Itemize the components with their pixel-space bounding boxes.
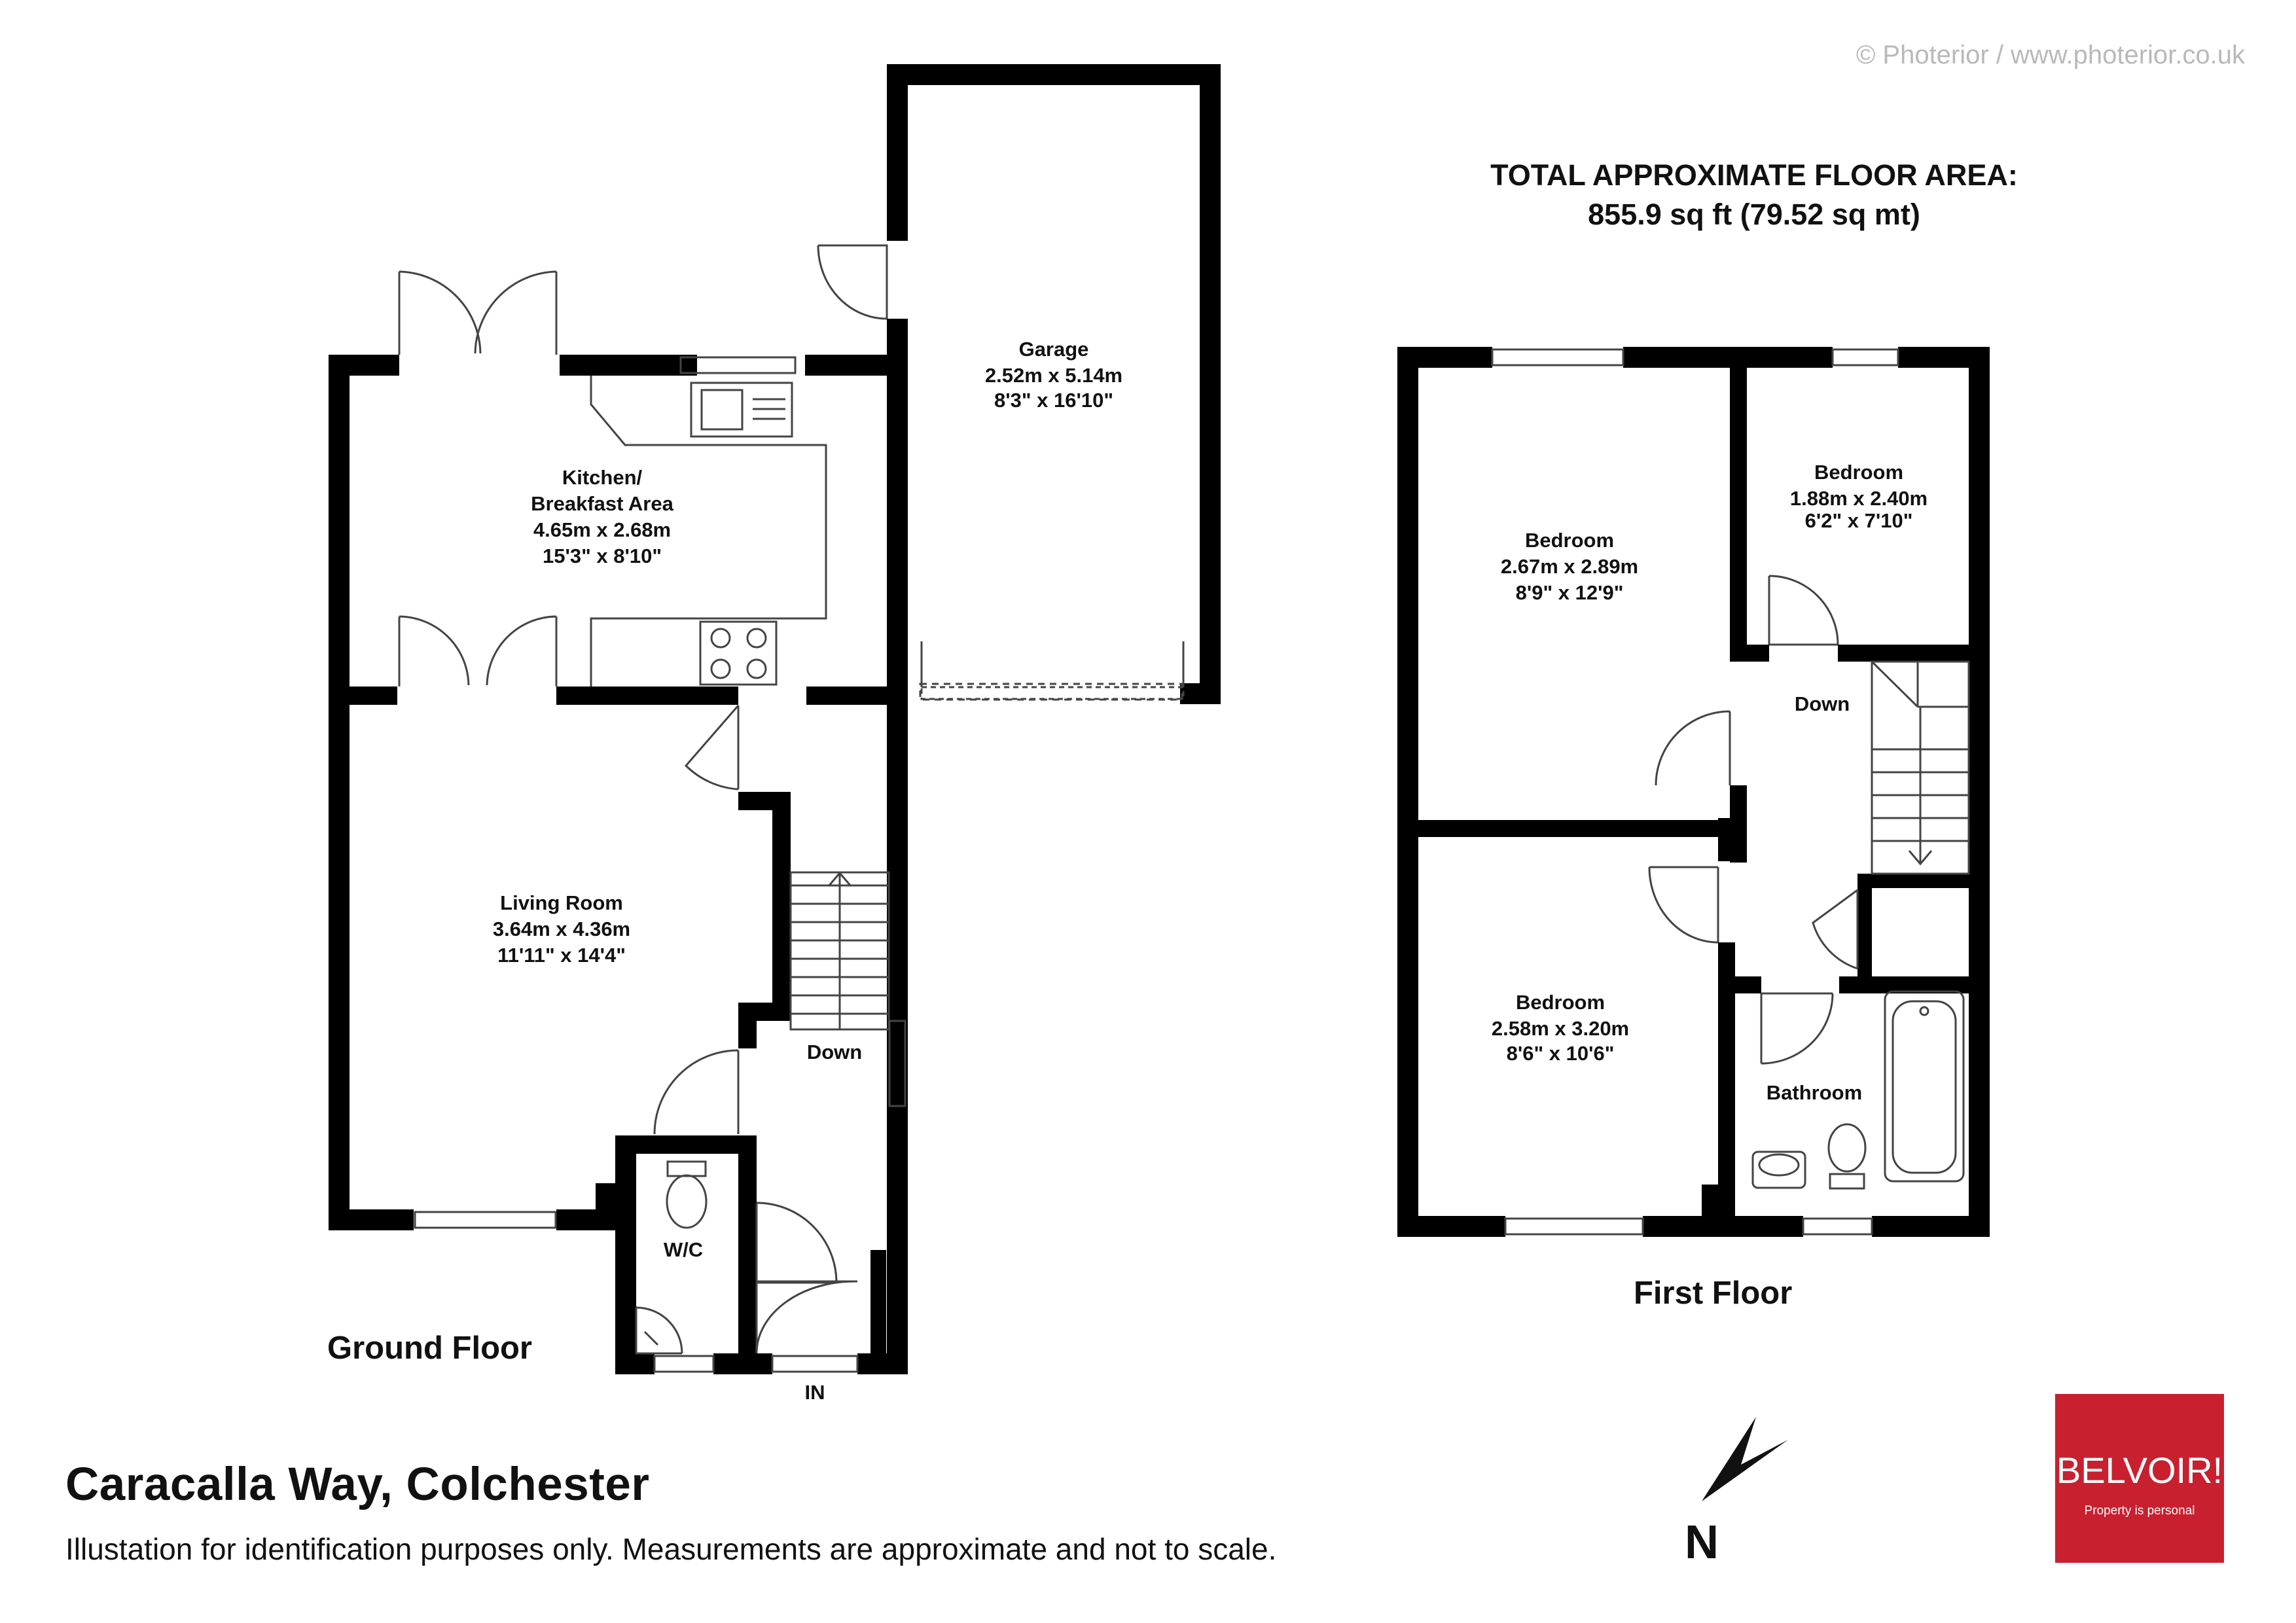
bedroom-2-label: Bedroom <box>1814 461 1903 484</box>
disclaimer-text: Illustation for identification purposes … <box>65 1532 1277 1566</box>
living-room-metric: 3.64m x 4.36m <box>493 918 630 940</box>
compass-north-label: N <box>1685 1516 1719 1569</box>
total-area-value: 855.9 sq ft (79.52 sq mt) <box>1588 198 1920 231</box>
first-stairs-label: Down <box>1795 692 1850 715</box>
first-floor-fixtures <box>1491 348 1970 1236</box>
living-room-label: Living Room <box>500 891 623 914</box>
garage-imperial: 8'3" x 16'10" <box>994 389 1113 412</box>
kitchen-label-1: Kitchen/ <box>562 466 643 489</box>
wc-label: W/C <box>664 1238 703 1261</box>
bathroom-label: Bathroom <box>1767 1081 1862 1104</box>
kitchen-imperial: 15'3" x 8'10" <box>543 544 662 567</box>
ground-floor-fixtures <box>398 244 1185 1373</box>
room-labels: Garage 2.52m x 5.14m 8'3" x 16'10" Kitch… <box>493 338 1928 1404</box>
logo-tagline: Property is personal <box>2084 1504 2195 1518</box>
logo-name: BELVOIR! <box>2056 1450 2223 1491</box>
garage-label: Garage <box>1019 338 1089 361</box>
entrance-label: IN <box>805 1381 825 1404</box>
bedroom-1-metric: 2.67m x 2.89m <box>1501 555 1638 578</box>
copyright-notice: © Photerior / www.photerior.co.uk <box>1856 41 2245 69</box>
ground-floor-title: Ground Floor <box>327 1330 532 1366</box>
garage-metric: 2.52m x 5.14m <box>985 364 1122 387</box>
compass-arrow <box>1702 1417 1788 1501</box>
kitchen-metric: 4.65m x 2.68m <box>533 518 671 541</box>
total-floor-area: TOTAL APPROXIMATE FLOOR AREA: 855.9 sq f… <box>1374 156 2134 234</box>
bedroom-2-metric: 1.88m x 2.40m <box>1790 487 1928 510</box>
first-floor-walls <box>1397 347 1990 1237</box>
property-address: Caracalla Way, Colchester <box>65 1459 650 1510</box>
first-floor-title: First Floor <box>1634 1275 1793 1311</box>
kitchen-label-2: Breakfast Area <box>531 492 673 515</box>
ground-floor-walls <box>329 64 1221 1374</box>
living-room-imperial: 11'11" x 14'4" <box>497 944 626 967</box>
bedroom-1-imperial: 8'9" x 12'9" <box>1516 581 1624 604</box>
bedroom-3-label: Bedroom <box>1516 991 1605 1014</box>
bedroom-2-imperial: 6'2" x 7'10" <box>1805 509 1913 532</box>
total-area-heading: TOTAL APPROXIMATE FLOOR AREA: <box>1490 158 2018 192</box>
bedroom-1-label: Bedroom <box>1525 529 1614 552</box>
bedroom-3-metric: 2.58m x 3.20m <box>1492 1017 1629 1040</box>
belvoir-logo: BELVOIR! Property is personal <box>2055 1394 2224 1563</box>
ground-stairs-label: Down <box>807 1041 862 1063</box>
bedroom-3-imperial: 8'6" x 10'6" <box>1507 1042 1615 1065</box>
